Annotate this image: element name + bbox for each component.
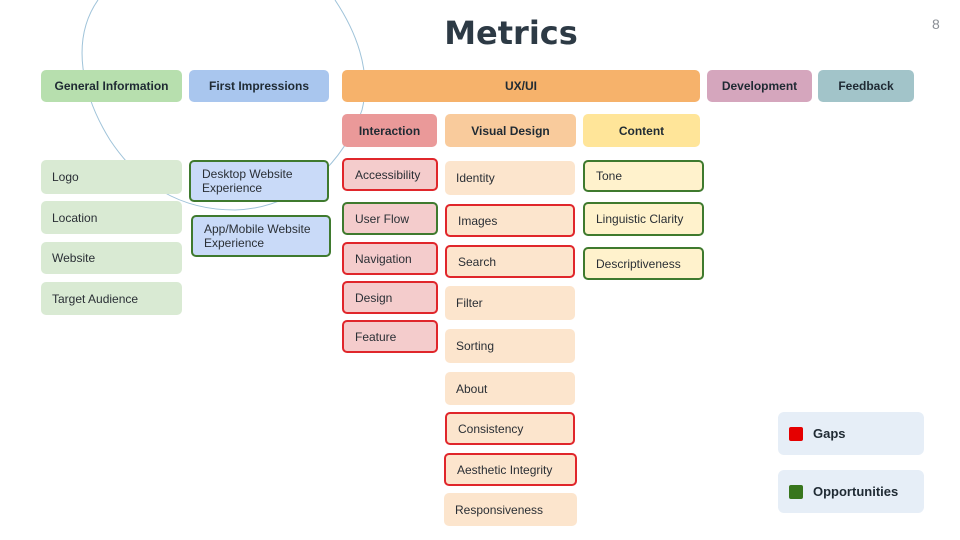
metric-website: Website: [41, 242, 182, 274]
category-development: Development: [707, 70, 812, 102]
page-number: 8: [932, 16, 940, 32]
subcategory-visual-design: Visual Design: [445, 114, 576, 147]
metric-consistency: Consistency: [445, 412, 575, 445]
metric-sorting: Sorting: [445, 329, 575, 363]
metric-search: Search: [445, 245, 575, 278]
subcategory-interaction: Interaction: [342, 114, 437, 147]
metric-descriptiveness: Descriptiveness: [583, 247, 704, 280]
opportunity-swatch: [789, 484, 803, 499]
legend-gaps-label: Gaps: [813, 426, 846, 441]
metric-filter: Filter: [445, 286, 575, 320]
subcategory-content: Content: [583, 114, 700, 147]
legend-opportunities: Opportunities: [778, 470, 924, 513]
metric-logo: Logo: [41, 160, 182, 194]
metric-location: Location: [41, 201, 182, 234]
category-ux-ui: UX/UI: [342, 70, 700, 102]
metric-images: Images: [445, 204, 575, 237]
metric-linguistic-clarity: Linguistic Clarity: [583, 202, 704, 236]
category-first-impressions: First Impressions: [189, 70, 329, 102]
metric-tone: Tone: [583, 160, 704, 192]
gap-swatch: [789, 426, 803, 441]
metric-accessibility: Accessibility: [342, 158, 438, 191]
metric-aesthetic-integrity: Aesthetic Integrity: [444, 453, 577, 486]
metric-navigation: Navigation: [342, 242, 438, 275]
category-general-information: General Information: [41, 70, 182, 102]
metric-feature: Feature: [342, 320, 438, 353]
metric-user-flow: User Flow: [342, 202, 438, 235]
category-feedback: Feedback: [818, 70, 914, 102]
metric-app-mobile-website-experience: App/Mobile Website Experience: [191, 215, 331, 257]
metric-about: About: [445, 372, 575, 405]
metric-identity: Identity: [445, 161, 575, 195]
metric-target-audience: Target Audience: [41, 282, 182, 315]
metric-responsiveness: Responsiveness: [444, 493, 577, 526]
legend-gaps: Gaps: [778, 412, 924, 455]
metric-desktop-website-experience: Desktop Website Experience: [189, 160, 329, 202]
legend-opportunities-label: Opportunities: [813, 484, 899, 499]
metric-design: Design: [342, 281, 438, 314]
page-title: Metrics: [444, 14, 578, 52]
